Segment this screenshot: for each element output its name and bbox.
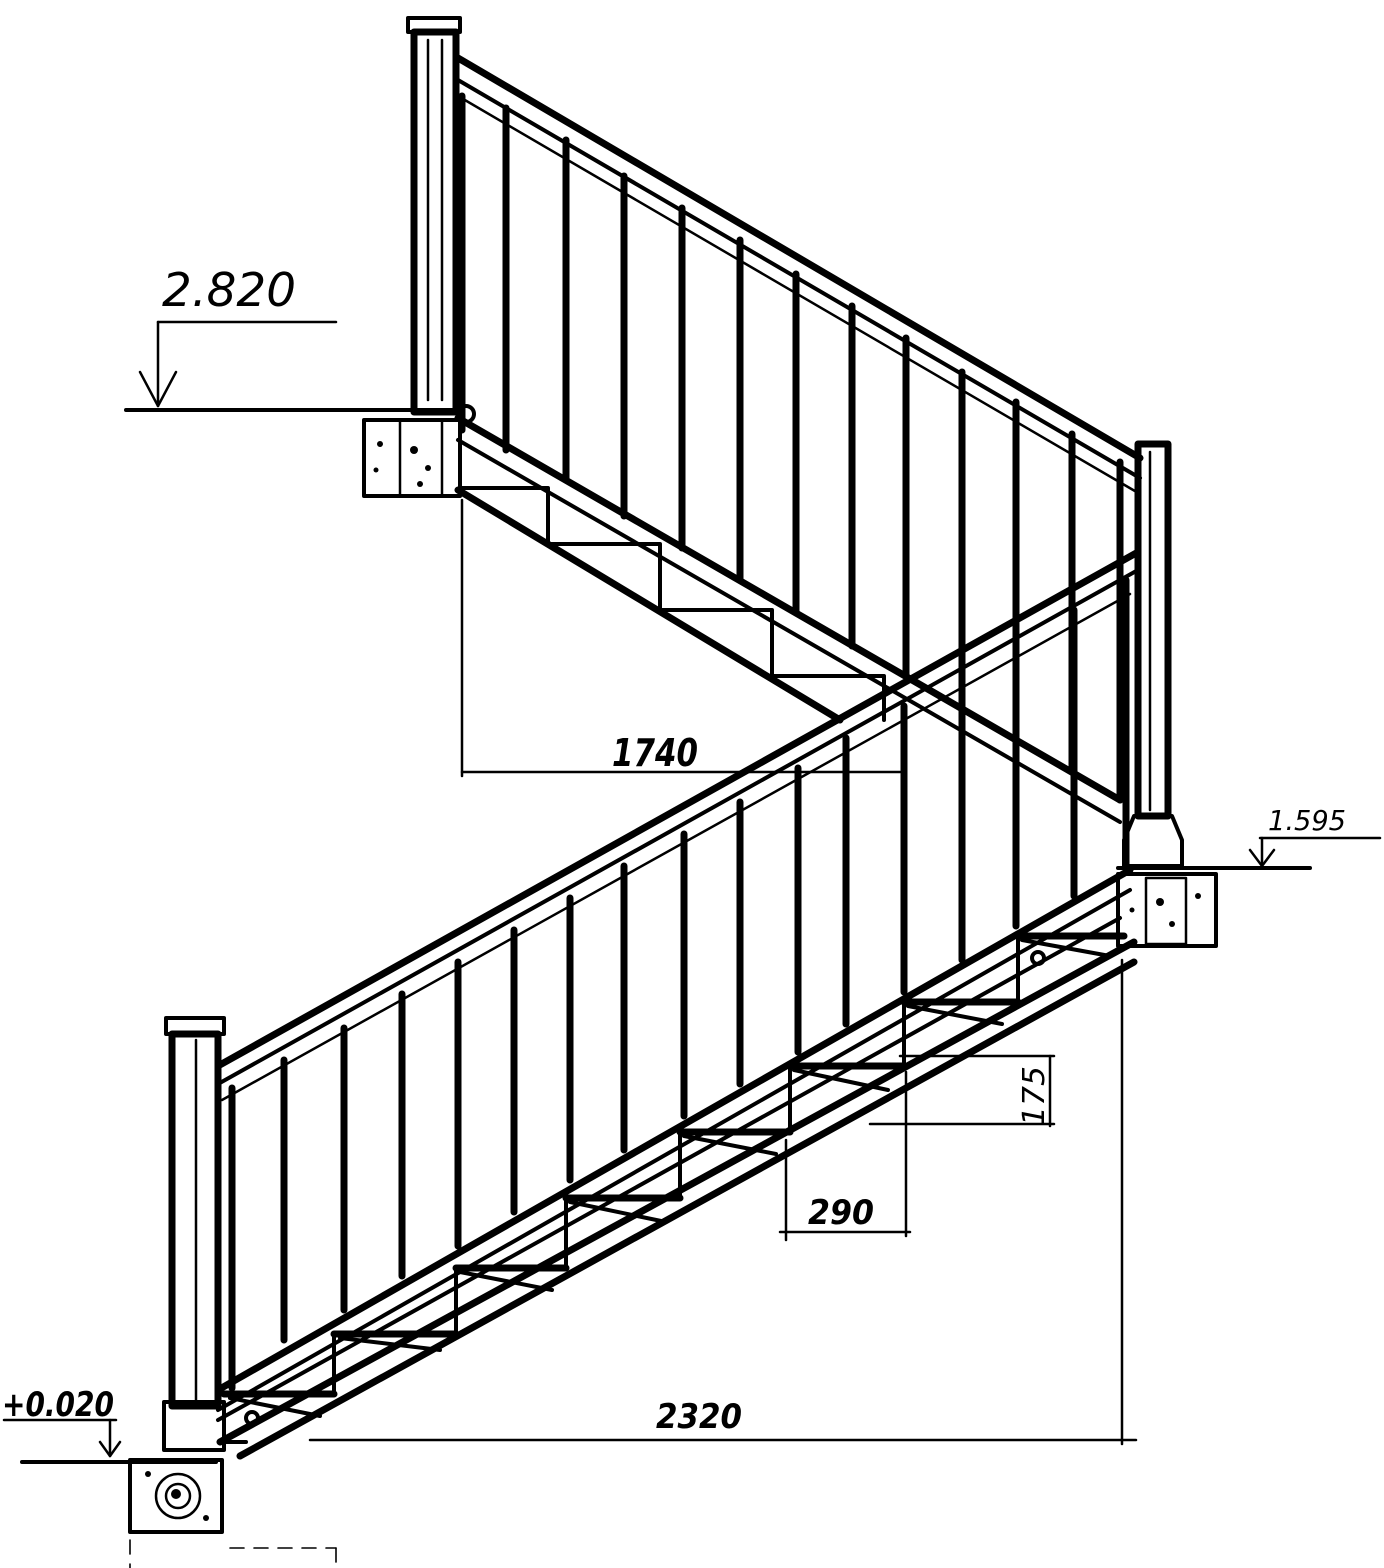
elevation-upper-landing-label: 2.820	[162, 263, 296, 317]
floor-slab	[128, 1440, 248, 1534]
lower-flight	[128, 548, 1142, 1534]
lower-treads	[220, 932, 1128, 1418]
dimension-tread-label: 290	[808, 1193, 874, 1233]
mid-landing	[1116, 440, 1218, 948]
mid-newel-post	[1122, 440, 1184, 868]
upper-flight	[362, 16, 1144, 824]
elevation-mid-landing-label: 1.595	[1268, 804, 1346, 837]
lower-handrail	[214, 548, 1142, 1102]
lower-newel-post	[162, 1016, 226, 1452]
lower-bottom-rail	[214, 866, 1134, 1412]
upper-balusters	[458, 92, 1124, 804]
dimension-lines	[2, 320, 1382, 1568]
mid-landing-slab	[1116, 872, 1218, 948]
dimension-riser-label: 175	[1017, 1066, 1052, 1126]
dimension-lower-run-label: 2320	[656, 1397, 742, 1437]
lower-balusters	[228, 576, 1130, 1392]
dimension-upper-run-label: 1740	[612, 731, 698, 775]
elevation-floor-label: +0.020	[2, 1385, 114, 1425]
upper-landing-slab	[362, 404, 476, 498]
upper-step-profile	[458, 486, 886, 722]
upper-newel-post	[406, 16, 462, 416]
